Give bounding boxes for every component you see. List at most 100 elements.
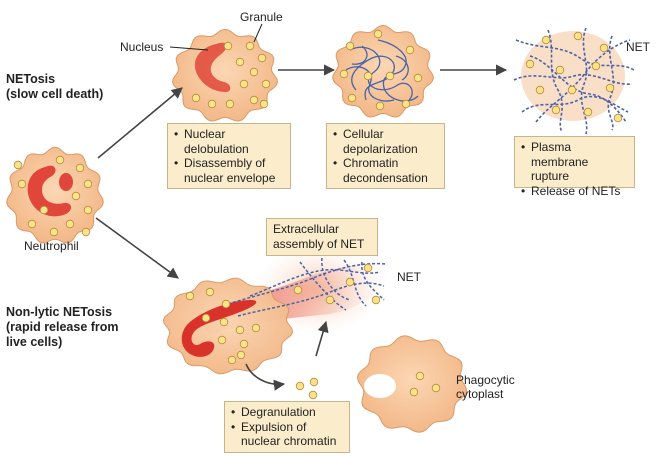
granule [83, 205, 93, 215]
netosis-heading-line-2: (slow cell death) [6, 87, 104, 101]
granule [371, 295, 381, 305]
degranulation-box: Degranulation Expulsion of nuclear chrom… [224, 401, 350, 453]
released-granules [236, 350, 319, 400]
granule [567, 85, 577, 95]
box3-item-2: Release of NETs [521, 184, 627, 199]
granule-leader [253, 23, 263, 43]
net-label-top: NET [626, 40, 650, 54]
granule [339, 69, 349, 79]
granule [201, 313, 211, 323]
granule [236, 350, 246, 360]
nonlytic-heading-line-1: Non-lytic NETosis [6, 305, 113, 319]
granule [71, 191, 81, 201]
granule [363, 71, 373, 81]
arrow-neutrophil-to-nonlytic [95, 217, 179, 279]
granule [345, 277, 355, 287]
granule [223, 41, 233, 51]
granule [535, 85, 545, 95]
granule [573, 31, 583, 41]
granule [49, 227, 59, 237]
granule [415, 371, 425, 381]
box2-item-1: Cellular depolarization [333, 127, 437, 156]
box4-item-1: Degranulation [231, 405, 342, 420]
granule [409, 387, 419, 397]
granule [27, 219, 37, 229]
granule [81, 227, 91, 237]
granule [431, 383, 441, 393]
granule [83, 179, 93, 189]
granule [555, 65, 565, 75]
granule [345, 41, 355, 51]
phagocytic-label-line-1: Phagocytic [456, 373, 515, 387]
granule [295, 381, 305, 391]
granule [75, 163, 85, 173]
granule [613, 113, 623, 123]
box4-item-2: Expulsion of nuclear chromatin [231, 420, 342, 449]
netosis-heading: NETosis (slow cell death) [6, 72, 103, 102]
granule [235, 325, 245, 335]
granule [227, 355, 237, 365]
granule [401, 99, 411, 109]
granule [309, 377, 319, 387]
granule [385, 71, 395, 81]
granule [221, 299, 231, 309]
released-net [513, 27, 635, 135]
membrane-rupture-box: Plasma membrane rupture Release of NETs [514, 136, 635, 198]
granule [261, 79, 271, 89]
netosis-heading-line-1: NETosis [6, 72, 56, 86]
box3-item-1: Plasma membrane rupture [521, 140, 627, 184]
granule [259, 99, 269, 109]
granule [325, 295, 335, 305]
granule [363, 263, 373, 273]
granule [13, 160, 23, 170]
neutrophil-label: Neutrophil [24, 239, 79, 253]
granule [375, 101, 385, 111]
nuclear-changes-box: Nuclear delobulation Disassembly of nucl… [167, 123, 291, 189]
phagocytic-cytoplast-label: Phagocytic cytoplast [456, 373, 515, 401]
granule [583, 107, 593, 117]
nonlytic-heading-line-3: live cells) [6, 335, 63, 349]
arrow-to-extracellular-assembly [315, 320, 329, 357]
granule [217, 335, 227, 345]
granule [308, 390, 318, 400]
granule [225, 99, 235, 109]
extracellular-assembly-text: Extracellular assembly of NET [273, 222, 365, 251]
granule [347, 93, 357, 103]
granule [55, 155, 65, 165]
nucleus-leader [169, 46, 209, 51]
granule [65, 219, 75, 229]
delobulating-nucleus [194, 42, 231, 92]
granule [185, 291, 195, 301]
phagocytic-cytoplast [356, 335, 468, 433]
box1-item-2: Disassembly of nuclear envelope [174, 156, 283, 185]
box1-item-1: Nuclear delobulation [174, 127, 283, 156]
granule [207, 99, 217, 109]
granule [591, 61, 601, 71]
granule [413, 73, 423, 83]
nonlytic-cell [162, 246, 391, 375]
granule [17, 179, 27, 189]
granule [205, 287, 215, 297]
delobulating-cell [171, 28, 279, 122]
granule [251, 323, 261, 333]
granule [39, 205, 49, 215]
arrows [95, 64, 508, 391]
granule [235, 57, 245, 67]
net-label-middle: NET [397, 270, 421, 284]
nonlytic-heading: Non-lytic NETosis (rapid release from li… [6, 305, 119, 350]
granule [249, 95, 259, 105]
granule [541, 35, 551, 45]
granule [405, 45, 415, 55]
neutrophil-cell [6, 146, 104, 244]
granule [551, 105, 561, 115]
granule [373, 29, 383, 39]
expelled-nucleus [181, 300, 257, 357]
granule [239, 339, 249, 349]
granule-label: Granule [240, 10, 283, 24]
extracellular-assembly-box: Extracellular assembly of NET [266, 218, 378, 256]
box2-item-2: Chromatin decondensation [333, 156, 437, 185]
granule [239, 79, 249, 89]
granule [257, 53, 267, 63]
granule [245, 41, 255, 51]
